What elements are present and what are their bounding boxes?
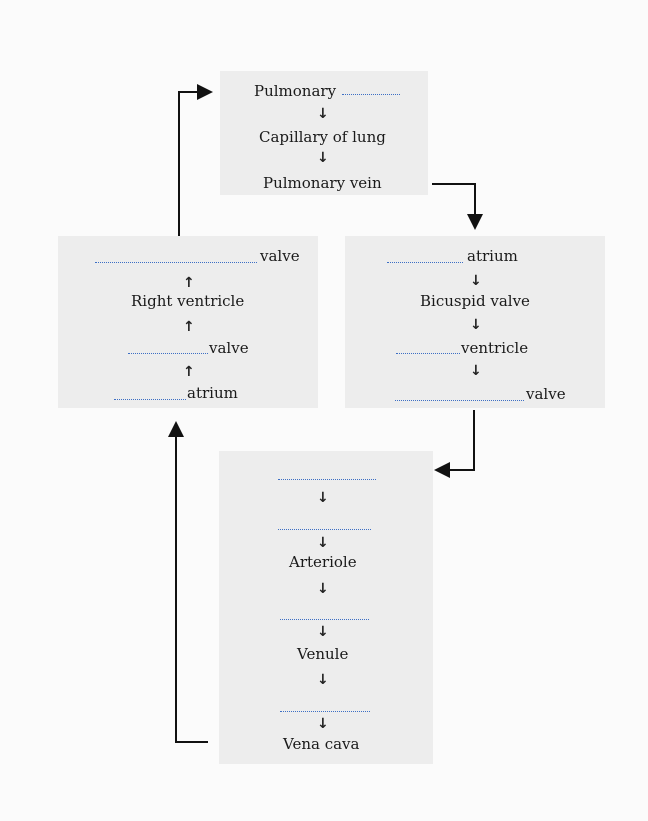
right-valve-blank[interactable] (395, 400, 524, 401)
valve-label: valve (209, 339, 249, 357)
pulmonary-blank[interactable] (342, 94, 400, 95)
down-arrow-icon: ↓ (470, 317, 482, 333)
bottom-blank-3[interactable] (280, 619, 369, 620)
right-ventricle-blank[interactable] (396, 353, 460, 354)
bottom-blank-1[interactable] (278, 479, 376, 480)
down-arrow-icon: ↓ (317, 535, 329, 551)
down-arrow-icon: ↓ (317, 490, 329, 506)
ventricle-label: ventricle (461, 339, 529, 357)
systemic-circulation-box: ↓ ↓ Arteriole ↓ ↓ Venule ↓ ↓ Vena cava (219, 451, 433, 764)
up-arrow-icon: ↑ (183, 364, 195, 380)
down-arrow-icon: ↓ (317, 106, 329, 122)
connector-top-to-right (432, 183, 483, 230)
up-arrow-icon: ↑ (183, 319, 195, 335)
down-arrow-icon: ↓ (317, 672, 329, 688)
left-atrium-blank[interactable] (114, 399, 186, 400)
atrium-label: atrium (467, 247, 518, 265)
atrium-label: atrium (187, 384, 238, 402)
connector-left-to-top (178, 84, 213, 236)
down-arrow-icon: ↓ (470, 273, 482, 289)
connector-right-to-bottom (434, 410, 475, 478)
arteriole-label: Arteriole (289, 553, 357, 571)
left-heart-box: atrium ↓ Bicuspid valve ↓ ventricle ↓ va… (345, 236, 605, 408)
valve-label: valve (526, 385, 566, 403)
down-arrow-icon: ↓ (317, 624, 329, 640)
right-heart-box: valve ↑ Right ventricle ↑ valve ↑ atrium (58, 236, 318, 408)
down-arrow-icon: ↓ (317, 581, 329, 597)
vena-cava-label: Vena cava (283, 735, 360, 753)
venule-label: Venule (297, 645, 349, 663)
down-arrow-icon: ↓ (317, 716, 329, 732)
left-valve-blank-2[interactable] (128, 353, 208, 354)
pulmonary-vein-label: Pulmonary vein (263, 174, 382, 192)
right-atrium-blank[interactable] (387, 262, 463, 263)
bottom-blank-2[interactable] (278, 529, 371, 530)
bicuspid-valve-label: Bicuspid valve (420, 292, 530, 310)
valve-label: valve (260, 247, 300, 265)
capillary-of-lung-label: Capillary of lung (259, 128, 386, 146)
left-valve-blank-1[interactable] (95, 262, 257, 263)
down-arrow-icon: ↓ (470, 363, 482, 379)
up-arrow-icon: ↑ (183, 275, 195, 291)
right-ventricle-label: Right ventricle (131, 292, 245, 310)
bottom-blank-4[interactable] (280, 711, 370, 712)
down-arrow-icon: ↓ (317, 150, 329, 166)
connector-bottom-to-left (168, 421, 208, 743)
pulmonary-box: Pulmonary ↓ Capillary of lung ↓ Pulmonar… (220, 71, 428, 195)
pulmonary-label: Pulmonary (254, 82, 337, 100)
